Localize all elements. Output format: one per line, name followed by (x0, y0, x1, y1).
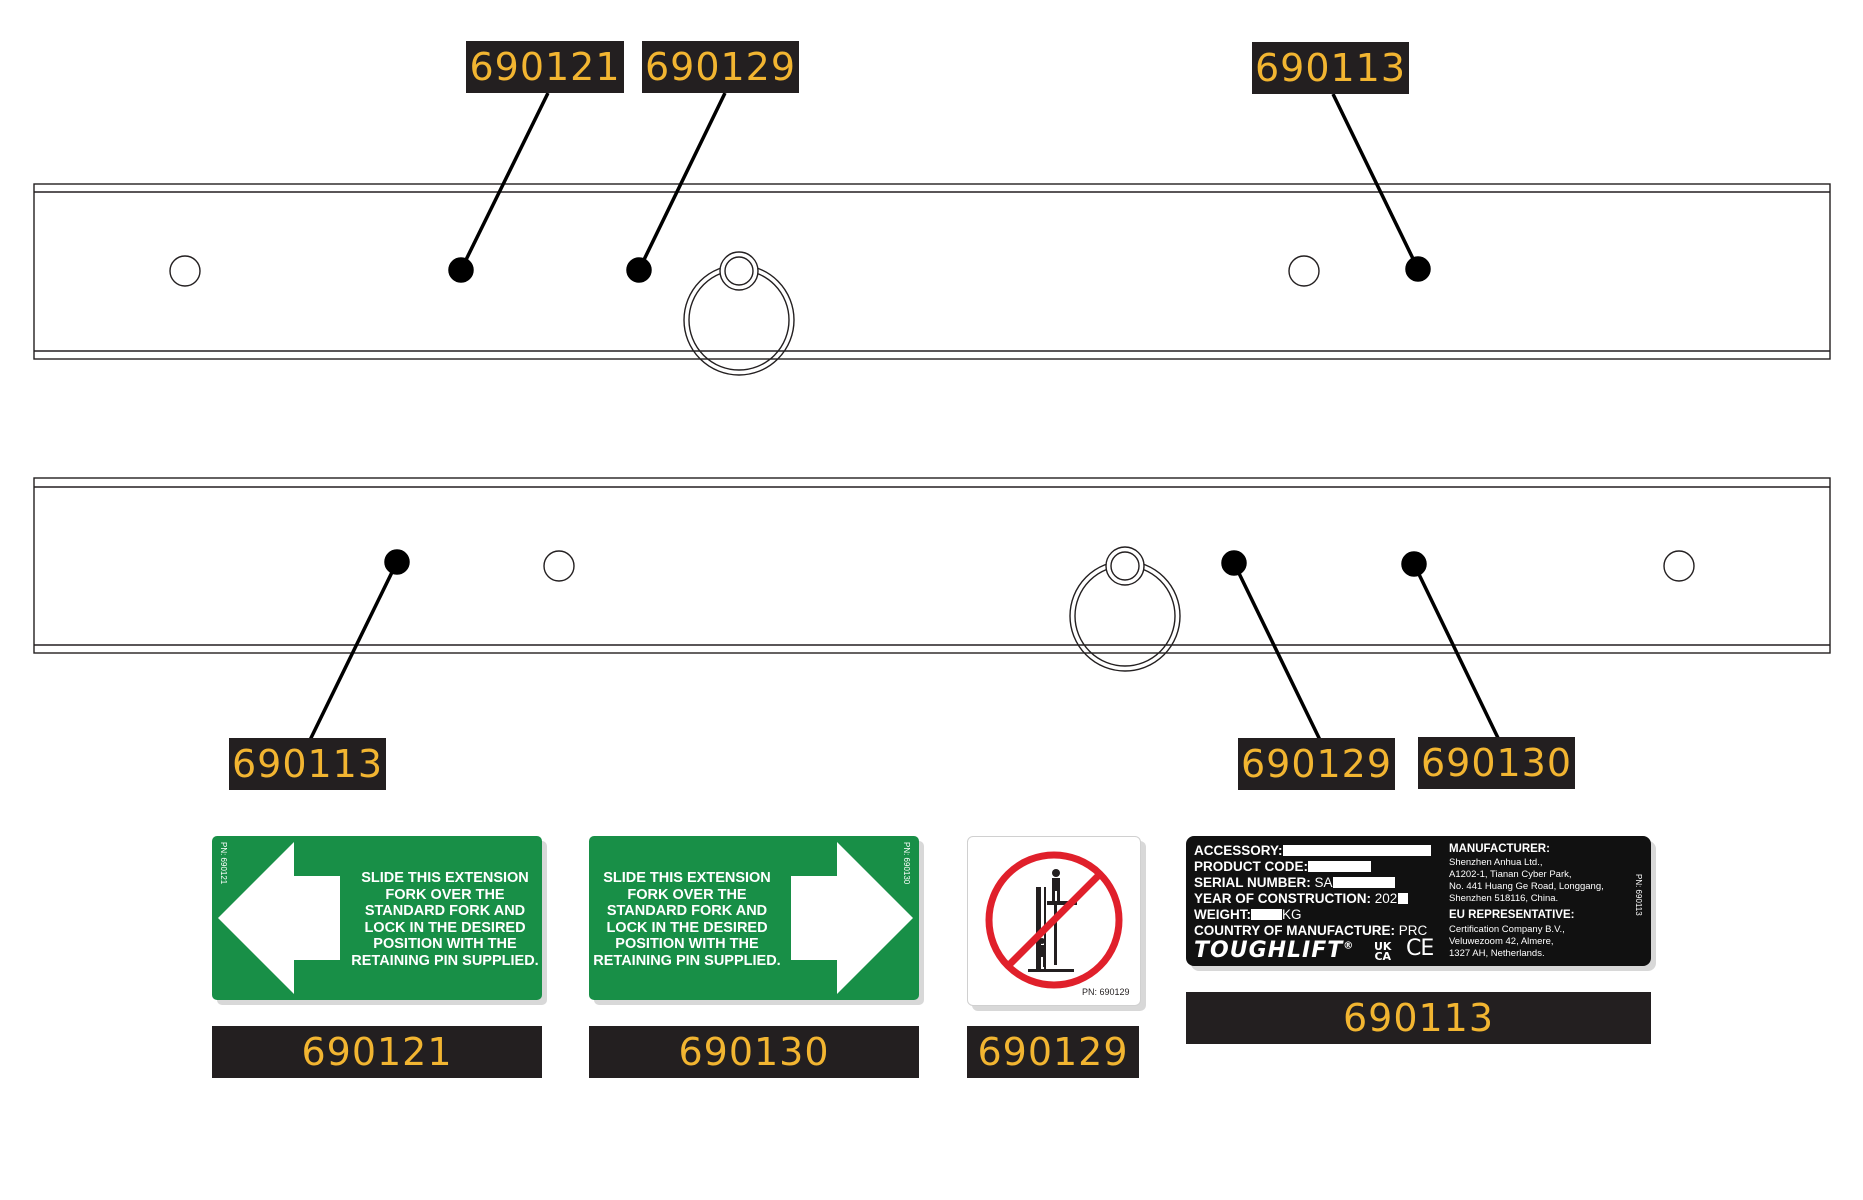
callout-top-690129: 690129 (642, 41, 799, 93)
decal-690121-instructions: SLIDE THIS EXTENSION FORK OVER THE STAND… (351, 870, 539, 969)
decal-690130-instructions: SLIDE THIS EXTENSION FORK OVER THE STAND… (593, 870, 781, 969)
callout-bottom-690130: 690130 (1418, 737, 1575, 789)
leader-bottom-690130 (1412, 563, 1501, 741)
plate-manufacturer-heading: MANUFACTURER: (1449, 843, 1550, 855)
top-fork-hole-left (169, 255, 201, 287)
decal-690113-pn: PN: 690113 (1634, 874, 1643, 916)
dot-bottom-690113 (384, 549, 410, 575)
decal-690130: SLIDE THIS EXTENSION FORK OVER THE STAND… (589, 836, 919, 1000)
plate-manufacturer-address: Shenzhen Anhua Ltd., A1202-1, Tianan Cyb… (1449, 857, 1604, 904)
arrow-left-icon (218, 842, 340, 994)
bottom-fork-hole-right (1663, 550, 1695, 582)
dot-bottom-690130 (1401, 551, 1427, 577)
part-label-690129: 690129 (967, 1026, 1139, 1078)
plate-year: YEAR OF CONSTRUCTION: 202 (1194, 891, 1409, 906)
bottom-fork-hole-left (543, 550, 575, 582)
callout-bottom-690113: 690113 (229, 738, 386, 790)
plate-product-code: PRODUCT CODE: (1194, 859, 1371, 874)
dot-top-690113 (1405, 256, 1431, 282)
decal-690129-pn: PN: 690129 (1082, 987, 1130, 997)
dot-top-690129 (626, 257, 652, 283)
leader-top-690129 (637, 92, 727, 271)
top-fork-retaining-pin-ring (683, 251, 795, 376)
plate-weight: WEIGHT:KG (1194, 907, 1302, 922)
top-fork-extension (33, 183, 1831, 360)
arrow-right-icon (791, 842, 913, 994)
plate-eu-rep-heading: EU REPRESENTATIVE: (1449, 909, 1575, 921)
callout-top-690113: 690113 (1252, 42, 1409, 94)
decal-690113-data-plate: ACCESSORY: PRODUCT CODE: SERIAL NUMBER: … (1186, 836, 1651, 966)
plate-eu-rep-address: Certification Company B.V., Veluwezoom 4… (1449, 924, 1565, 959)
decal-690130-pn: PN: 690130 (902, 842, 911, 885)
dot-top-690121 (448, 257, 474, 283)
decal-690129: PN: 690129 (967, 836, 1141, 1006)
callout-bottom-690129: 690129 (1238, 738, 1395, 790)
decal-690121: SLIDE THIS EXTENSION FORK OVER THE STAND… (212, 836, 542, 1000)
no-standing-on-forks-icon (985, 851, 1123, 989)
decal-690121-pn: PN: 690121 (219, 842, 228, 885)
dot-bottom-690129 (1221, 550, 1247, 576)
top-fork-hole-right (1288, 255, 1320, 287)
plate-country: COUNTRY OF MANUFACTURE: PRC (1194, 923, 1428, 938)
leader-bottom-690113 (308, 561, 399, 741)
part-label-690113: 690113 (1186, 992, 1651, 1044)
part-label-690130: 690130 (589, 1026, 919, 1078)
leader-top-690113 (1331, 93, 1420, 270)
toughlift-logo: TOUGHLIFT® (1194, 938, 1355, 963)
part-label-690121: 690121 (212, 1026, 542, 1078)
bottom-fork-retaining-pin-ring (1069, 546, 1181, 672)
leader-top-690121 (459, 92, 550, 271)
bottom-fork-extension (33, 477, 1831, 654)
ce-mark: CE (1406, 936, 1434, 961)
callout-top-690121: 690121 (466, 41, 624, 93)
plate-accessory: ACCESSORY: (1194, 843, 1431, 858)
plate-serial-number: SERIAL NUMBER: SA (1194, 875, 1395, 890)
leader-bottom-690129 (1232, 562, 1322, 741)
